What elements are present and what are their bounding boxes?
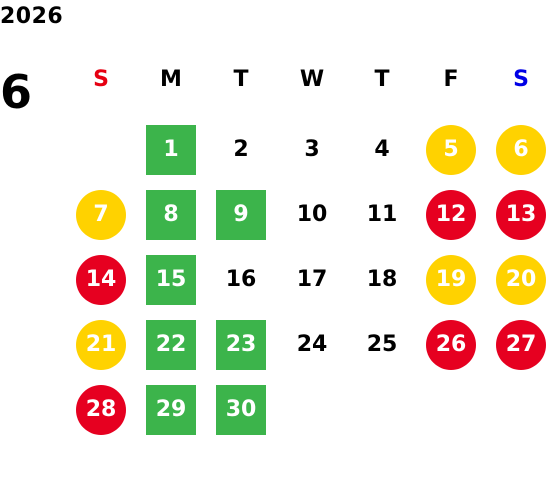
- day-cell-8[interactable]: 8: [146, 190, 196, 240]
- weekday-label: S: [513, 67, 529, 92]
- day-cell-25[interactable]: 25: [366, 332, 398, 357]
- day-cell-9[interactable]: 9: [216, 190, 266, 240]
- day-cell-23[interactable]: 23: [216, 320, 266, 370]
- weekday-label: M: [160, 67, 182, 92]
- day-cell-15[interactable]: 15: [146, 255, 196, 305]
- weekday-label: T: [233, 67, 249, 92]
- day-cell-10[interactable]: 10: [296, 202, 328, 227]
- weekday-label: F: [443, 67, 459, 92]
- day-cell-11[interactable]: 11: [366, 202, 398, 227]
- day-cell-3[interactable]: 3: [304, 137, 320, 162]
- day-cell-24[interactable]: 24: [296, 332, 328, 357]
- day-cell-26[interactable]: 26: [426, 320, 476, 370]
- day-cell-18[interactable]: 18: [366, 267, 398, 292]
- day-cell-22[interactable]: 22: [146, 320, 196, 370]
- day-cell-14[interactable]: 14: [76, 255, 126, 305]
- day-cell-17[interactable]: 17: [296, 267, 328, 292]
- day-cell-2[interactable]: 2: [233, 137, 249, 162]
- day-cell-20[interactable]: 20: [496, 255, 546, 305]
- day-cell-29[interactable]: 29: [146, 385, 196, 435]
- day-cell-5[interactable]: 5: [426, 125, 476, 175]
- day-cell-27[interactable]: 27: [496, 320, 546, 370]
- weekday-label: W: [299, 67, 325, 92]
- weekday-label: S: [93, 67, 109, 92]
- day-cell-4[interactable]: 4: [374, 137, 390, 162]
- day-cell-12[interactable]: 12: [426, 190, 476, 240]
- day-cell-1[interactable]: 1: [146, 125, 196, 175]
- calendar-year: 2026: [0, 4, 64, 29]
- day-cell-6[interactable]: 6: [496, 125, 546, 175]
- day-cell-28[interactable]: 28: [76, 385, 126, 435]
- calendar-month: 6: [0, 65, 33, 119]
- day-cell-16[interactable]: 16: [225, 267, 257, 292]
- day-cell-30[interactable]: 30: [216, 385, 266, 435]
- weekday-label: T: [374, 67, 390, 92]
- day-cell-7[interactable]: 7: [76, 190, 126, 240]
- day-cell-13[interactable]: 13: [496, 190, 546, 240]
- day-cell-19[interactable]: 19: [426, 255, 476, 305]
- day-cell-21[interactable]: 21: [76, 320, 126, 370]
